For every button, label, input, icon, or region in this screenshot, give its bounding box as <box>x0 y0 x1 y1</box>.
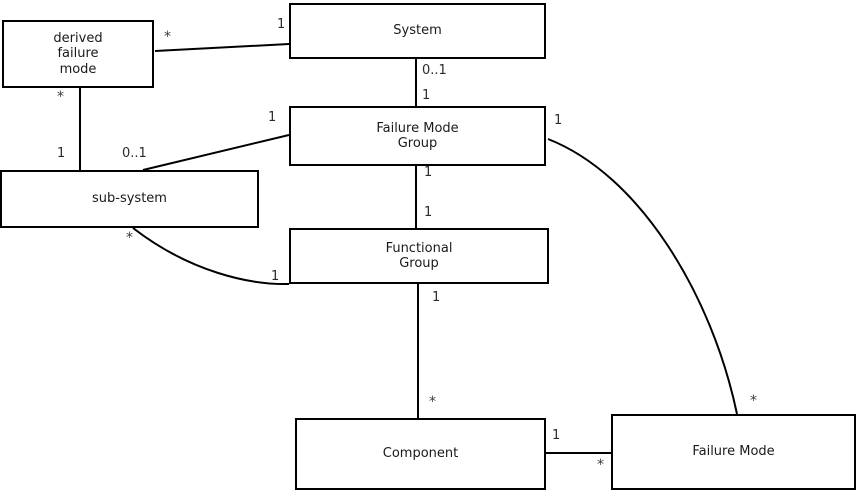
class-name-functional-group: Functional Group <box>385 240 453 271</box>
multiplicity-fmg-right-one: 1 <box>554 113 563 128</box>
multiplicity-component-up-star: * <box>429 394 436 410</box>
multiplicity-sub-system-to-fmg-zero-one: 0..1 <box>122 146 147 161</box>
class-name-component: Component <box>382 446 459 462</box>
class-box-system[interactable]: System <box>289 3 546 59</box>
multiplicity-failure-mode-top-star: * <box>750 393 757 409</box>
association-sub-system--failure-mode-group <box>142 134 290 171</box>
multiplicity-dfm-down-star: * <box>57 89 64 105</box>
class-box-failure-mode[interactable]: Failure Mode <box>611 414 856 490</box>
multiplicity-fmg-up-one: 1 <box>422 88 431 103</box>
multiplicity-component-right-one: 1 <box>552 428 561 443</box>
multiplicity-fg-left-one: 1 <box>271 269 280 284</box>
class-name-derived-failure-mode: derived failure mode <box>53 31 103 77</box>
association-sub-system--functional-group <box>132 227 290 286</box>
multiplicity-failure-mode-left-star: * <box>597 457 604 473</box>
class-box-sub-system[interactable]: sub-system <box>0 170 259 228</box>
class-box-failure-mode-group[interactable]: Failure Mode Group <box>289 106 546 166</box>
multiplicity-fg-up-one: 1 <box>424 205 433 220</box>
class-box-functional-group[interactable]: Functional Group <box>289 228 549 284</box>
multiplicity-fmg-left-one: 1 <box>268 110 277 125</box>
multiplicity-fg-down-one: 1 <box>432 290 441 305</box>
multiplicity-fmg-down-one: 1 <box>424 165 433 180</box>
association-failure-mode-group--failure-mode <box>547 138 738 415</box>
class-name-failure-mode: Failure Mode <box>692 444 775 460</box>
class-name-system: System <box>393 23 442 39</box>
class-name-failure-mode-group: Failure Mode Group <box>376 120 459 151</box>
multiplicity-sub-system-up-one: 1 <box>57 146 66 161</box>
class-box-component[interactable]: Component <box>295 418 546 490</box>
multiplicity-dfm-to-system-star: * <box>164 29 171 45</box>
class-name-sub-system: sub-system <box>92 191 167 207</box>
multiplicity-system-down-zero-one: 0..1 <box>422 63 447 78</box>
multiplicity-system-from-dfm-one: 1 <box>277 17 286 32</box>
class-box-derived-failure-mode[interactable]: derived failure mode <box>2 20 154 88</box>
association-derived-failure-mode--system <box>154 43 290 52</box>
multiplicity-sub-system-down-star: * <box>126 230 133 246</box>
